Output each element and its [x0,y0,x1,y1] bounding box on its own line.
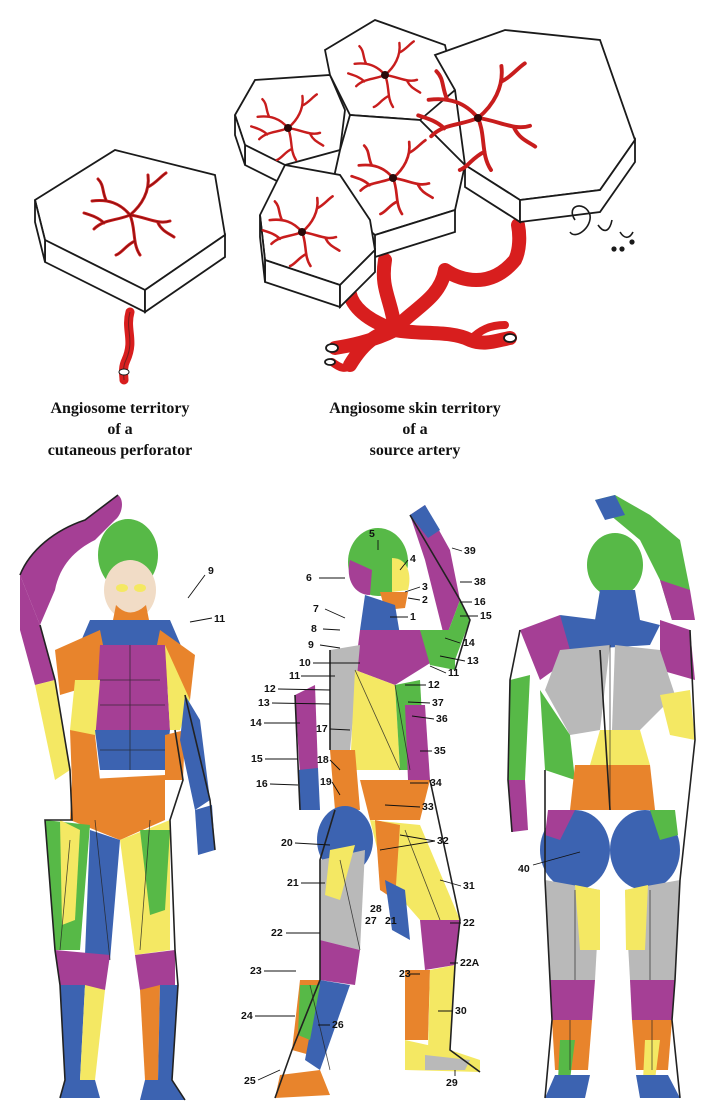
side-label-32: 32 [437,835,449,847]
side-label-22b: 22 [463,917,475,929]
caption-left-line3: cutaneous perforator [15,440,225,461]
angiosome-schematic: Angiosome territory of a cutaneous perfo… [0,0,705,480]
side-label-15: 15 [480,610,492,622]
side-label-4: 4 [410,553,416,565]
angiosome-drawing [0,0,705,400]
side-label-12b: 12 [428,679,440,691]
side-label-16b: 16 [256,778,268,790]
side-label-7: 7 [313,603,319,615]
side-label-2: 2 [422,594,428,606]
side-label-24: 24 [241,1010,253,1022]
front-label-9: 9 [208,565,214,577]
side-label-33: 33 [422,801,434,813]
front-label-11: 11 [214,613,225,625]
side-label-17: 17 [316,723,328,735]
side-label-35: 35 [434,745,446,757]
side-label-21: 21 [287,877,299,889]
side-label-26: 26 [332,1019,344,1031]
side-label-23b: 23 [399,968,411,980]
caption-cutaneous-perforator: Angiosome territory of a cutaneous perfo… [15,398,225,461]
front-labels: 9 11 [188,565,225,625]
side-label-8: 8 [311,623,317,635]
side-view-figure: 5 4 39 6 3 2 38 16 1 15 7 8 14 9 10 13 1… [241,505,492,1098]
caption-left-line2: of a [15,419,225,440]
caption-left-line1: Angiosome territory [15,398,225,419]
side-label-18: 18 [317,754,329,766]
caption-right-line1: Angiosome skin territory [295,398,535,419]
back-label-40: 40 [518,863,530,875]
side-label-30: 30 [455,1005,467,1017]
side-label-28: 28 [370,903,382,915]
side-label-27: 27 [365,915,377,927]
side-label-1: 1 [410,611,416,623]
back-view-figure: 40 [508,495,695,1098]
side-label-11: 11 [289,670,300,682]
body-angiosome-maps: 9 11 [0,480,705,1101]
side-label-3: 3 [422,581,428,593]
single-perforator-slab [35,150,225,380]
side-label-5: 5 [369,528,375,540]
side-label-39: 39 [464,545,476,557]
side-label-20: 20 [281,837,293,849]
side-label-13: 13 [467,655,479,667]
side-label-19: 19 [320,776,332,788]
side-label-9: 9 [308,639,314,651]
side-label-6: 6 [306,572,312,584]
side-label-22: 22 [271,927,283,939]
side-label-36: 36 [436,713,448,725]
side-label-22A: 22A [460,957,480,969]
body-maps-drawing: 9 11 [0,480,705,1101]
side-label-14: 14 [463,637,475,649]
side-label-16: 16 [474,596,486,608]
caption-right-line2: of a [295,419,535,440]
side-label-10: 10 [299,657,311,669]
caption-source-artery: Angiosome skin territory of a source art… [295,398,535,461]
front-view-figure: 9 11 [20,495,225,1100]
side-label-13b: 13 [258,697,270,709]
side-label-37: 37 [432,697,444,709]
caption-right-line3: source artery [295,440,535,461]
side-label-31: 31 [463,880,475,892]
side-label-11b: 11 [448,667,459,679]
side-label-34: 34 [430,777,442,789]
side-label-29: 29 [446,1077,458,1089]
side-label-12: 12 [264,683,276,695]
side-label-21b: 21 [385,915,397,927]
side-label-38: 38 [474,576,486,588]
side-label-23: 23 [250,965,262,977]
side-label-25: 25 [244,1075,256,1087]
side-label-15b: 15 [251,753,263,765]
side-label-14b: 14 [250,717,262,729]
